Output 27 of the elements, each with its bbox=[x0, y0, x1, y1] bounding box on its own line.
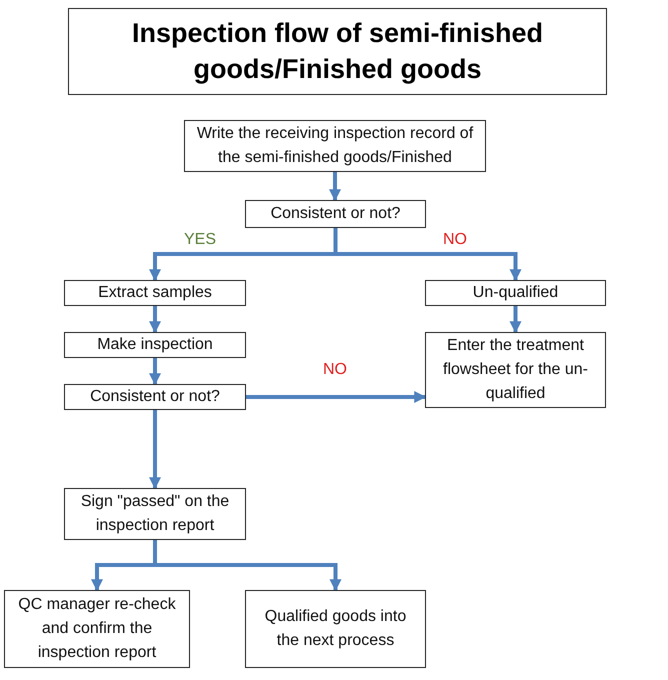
arrow bbox=[510, 306, 522, 334]
process-box bbox=[64, 488, 246, 540]
process-box bbox=[4, 590, 190, 668]
process-box bbox=[425, 280, 606, 306]
box-text: Consistent or not? bbox=[90, 387, 220, 407]
box-text: QC manager re-check and confirm the inspection report bbox=[17, 595, 177, 663]
arrow bbox=[149, 410, 161, 490]
box-text: Write the receiving inspection record of the semi-finished goods/Finished bbox=[196, 124, 474, 168]
arrow bbox=[329, 172, 341, 202]
box-text: Enter the treatment flowsheet for the un-qualified bbox=[442, 336, 589, 404]
process-box bbox=[64, 280, 246, 306]
process-box bbox=[245, 590, 426, 668]
box-text: Extract samples bbox=[98, 283, 212, 303]
process-box bbox=[184, 120, 486, 172]
process-box bbox=[425, 332, 606, 408]
arrow bbox=[149, 358, 161, 386]
box-text: Sign "passed" on the inspection report bbox=[80, 492, 230, 536]
process-box bbox=[64, 384, 246, 410]
box-text: Qualified goods into the next process bbox=[264, 607, 408, 651]
title: Inspection flow of semi-finished goods/Finished goods bbox=[68, 8, 607, 95]
arrow bbox=[246, 391, 426, 403]
box-text: Make inspection bbox=[97, 335, 213, 355]
arrow bbox=[149, 306, 161, 334]
process-box bbox=[64, 332, 246, 358]
process-box bbox=[245, 200, 426, 228]
box-text: Consistent or not? bbox=[270, 204, 400, 224]
box-text: Un-qualified bbox=[472, 283, 558, 303]
